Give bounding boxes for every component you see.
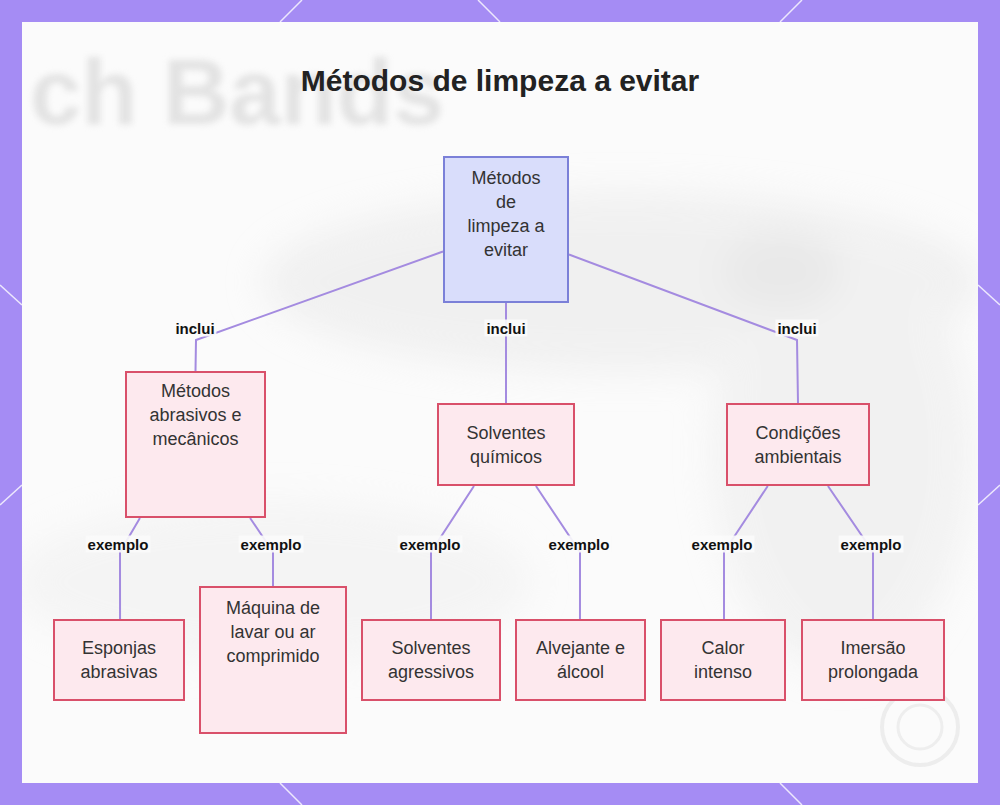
category-box: Alvejante e álcool (515, 619, 646, 701)
node-text: Alvejante e álcool (535, 636, 626, 684)
connector-line (431, 486, 474, 619)
node-text: Máquina de lavar ou ar comprimido (217, 596, 329, 668)
connector-line (196, 252, 444, 371)
diagram-title: Métodos de limpeza a evitar (0, 64, 1000, 98)
node-text: Calor intenso (680, 636, 766, 684)
edge-label: exemplo (690, 536, 755, 553)
edge-label: inclui (484, 320, 527, 337)
edge-label: exemplo (839, 536, 904, 553)
category-box: Solventes agressivos (361, 619, 501, 701)
edge-label: inclui (775, 320, 818, 337)
root-box: Métodos de limpeza a evitar (443, 156, 569, 303)
node-text: Imersão prolongada (815, 636, 931, 684)
category-box: Esponjas abrasivas (53, 619, 185, 701)
connector-line (724, 486, 768, 619)
connector-line (828, 486, 873, 619)
edge-label: exemplo (398, 536, 463, 553)
node-text: Solventes agressivos (375, 636, 487, 684)
category-box: Condições ambientais (726, 403, 870, 486)
category-box: Métodos abrasivos e mecânicos (125, 371, 266, 518)
category-box: Calor intenso (660, 619, 786, 701)
node-text: Solventes químicos (453, 421, 559, 469)
connector-line (569, 254, 798, 403)
node-text: Métodos abrasivos e mecânicos (149, 379, 242, 451)
category-box: Máquina de lavar ou ar comprimido (199, 586, 347, 734)
edge-label: exemplo (86, 536, 151, 553)
node-text: Condições ambientais (742, 421, 854, 469)
category-box: Solventes químicos (437, 403, 575, 486)
connector-line (505, 303, 507, 403)
edge-label: exemplo (239, 536, 304, 553)
edge-label: exemplo (547, 536, 612, 553)
node-text: Esponjas abrasivas (67, 636, 171, 684)
edge-label: inclui (173, 320, 216, 337)
category-box: Imersão prolongada (801, 619, 945, 701)
node-text: Métodos de limpeza a evitar (463, 166, 549, 262)
connector-line (536, 486, 580, 619)
connector-line (120, 518, 140, 619)
